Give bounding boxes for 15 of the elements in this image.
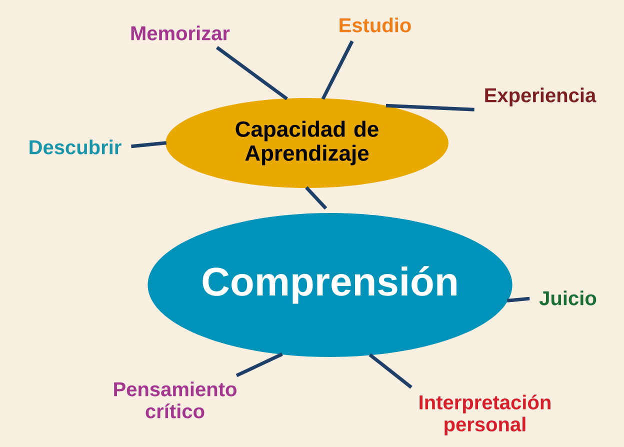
word-label: Interpretación personal — [420, 394, 550, 436]
connector-line — [321, 40, 354, 100]
word-label: Estudio — [340, 18, 411, 32]
connector-line — [131, 141, 167, 148]
connector-line — [507, 296, 530, 302]
word-label: Memorizar — [131, 26, 230, 40]
connector-line — [368, 353, 412, 389]
word-label: Juicio — [539, 290, 596, 306]
connector-line — [236, 352, 283, 378]
connector-line — [386, 104, 474, 112]
word-label: Experiencia — [485, 88, 596, 106]
word-label: Descubrir — [30, 140, 122, 154]
connector-line — [305, 186, 328, 210]
connector-line — [216, 46, 288, 100]
word-label: Pensamiento crítico — [114, 382, 236, 418]
